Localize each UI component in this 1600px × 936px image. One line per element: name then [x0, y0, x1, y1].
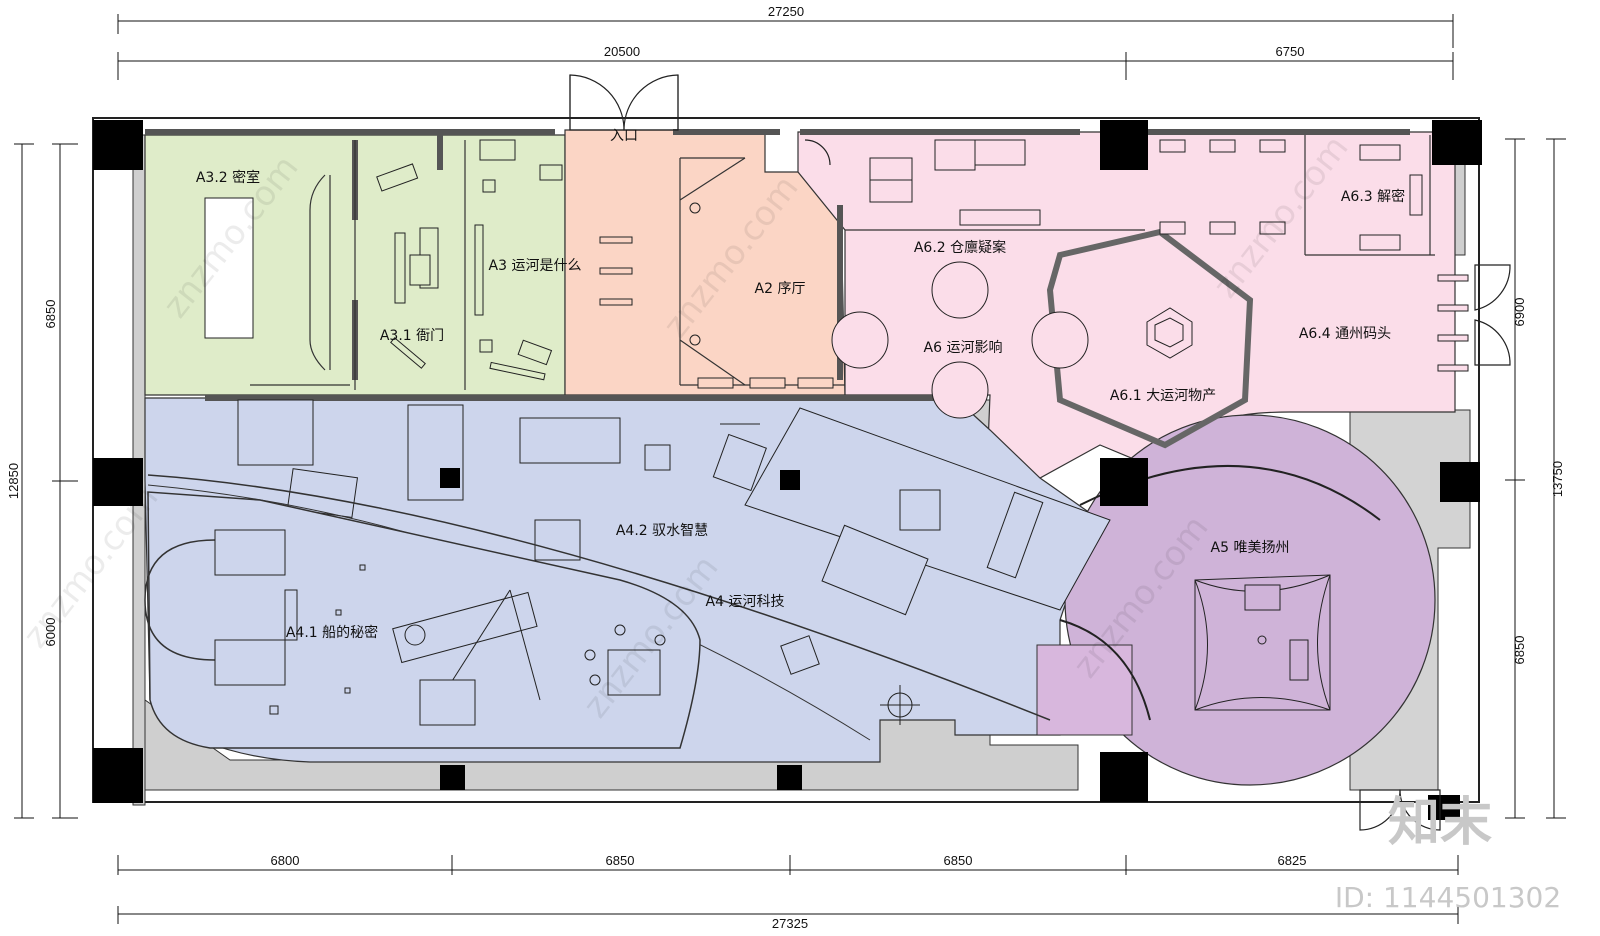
dim-right-total: 13750	[1550, 461, 1565, 497]
label-entrance: 入口	[610, 128, 638, 144]
dim-top-total: 27250	[768, 4, 804, 19]
label-a6-1: A6.1 大运河物产	[1110, 388, 1216, 404]
label-a4-2: A4.2 驭水智慧	[616, 523, 708, 539]
dim-bottom-4: 6825	[1278, 853, 1307, 868]
dim-bottom-1: 6800	[271, 853, 300, 868]
label-a6-4: A6.4 通州码头	[1299, 326, 1391, 342]
a4-exhibits	[144, 399, 1111, 749]
doors	[569, 74, 1511, 831]
dimension-lines	[14, 14, 1566, 924]
watermark-stamp: 知末 ID: 1144501302	[1335, 793, 1561, 914]
dim-left-lower: 6000	[43, 618, 58, 647]
label-a3-1: A3.1 衙门	[380, 328, 444, 344]
label-a3: A3 运河是什么	[489, 258, 582, 274]
a2-furniture	[599, 202, 834, 389]
watermark-id: ID: 1144501302	[1335, 881, 1561, 914]
watermark-logo: 知末	[1388, 793, 1492, 853]
partitions	[250, 135, 1435, 449]
label-a5: A5 唯美扬州	[1211, 540, 1290, 556]
dimension-labels: 27250 20500 6750 6800 6850 6850 6825 273…	[6, 4, 1565, 931]
room-labels: 入口 A2 序厅 A3 运河是什么 A3.1 衙门 A3.2 密室 A4 运河科…	[196, 128, 1405, 641]
dim-bottom-3: 6850	[944, 853, 973, 868]
label-a4-1: A4.1 船的秘密	[286, 624, 378, 641]
label-a4: A4 运河科技	[706, 594, 785, 610]
structural-columns	[93, 120, 1482, 820]
label-a6-2: A6.2 仓廪疑案	[914, 239, 1006, 256]
a6-furniture	[831, 139, 1469, 419]
dim-top-right: 6750	[1276, 44, 1305, 59]
dim-right-upper: 6900	[1512, 298, 1527, 327]
dim-top-left: 20500	[604, 44, 640, 59]
label-a6-3: A6.3 解密	[1341, 188, 1405, 205]
label-a6: A6 运河影响	[924, 340, 1003, 356]
dim-left-upper: 6850	[43, 300, 58, 329]
label-a3-2: A3.2 密室	[196, 169, 260, 186]
dim-right-lower: 6850	[1512, 636, 1527, 665]
dim-bottom-2: 6850	[606, 853, 635, 868]
label-a2: A2 序厅	[755, 281, 806, 297]
a3-furniture	[204, 139, 563, 381]
dim-left-total: 12850	[6, 463, 21, 499]
dim-bottom-total: 27325	[772, 916, 808, 931]
a5-exhibits	[1059, 464, 1381, 721]
